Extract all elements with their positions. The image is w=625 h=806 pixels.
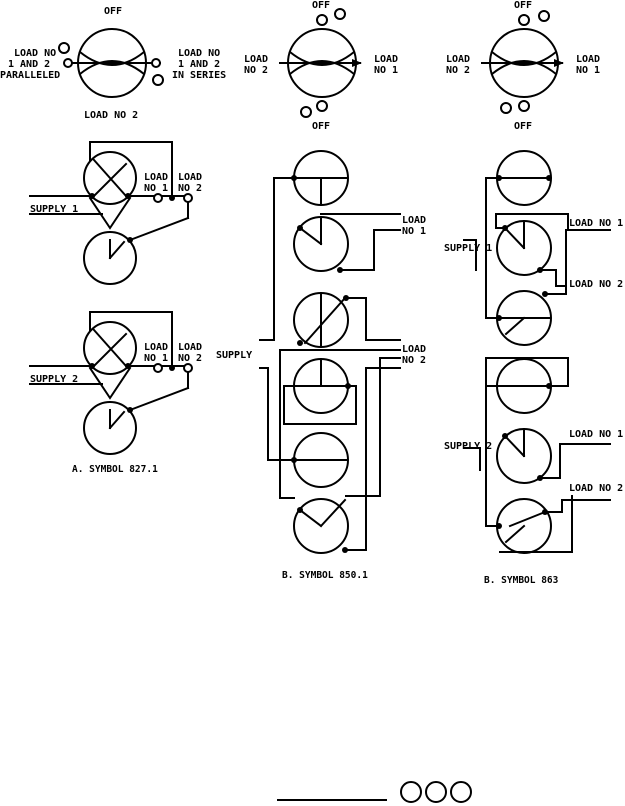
symbol-c-lower-load-2-label: LOAD NO 2: [569, 483, 623, 494]
switch-1-right-label-2: 1 AND 2: [178, 59, 220, 70]
switch-2-bottom-off-label: OFF: [312, 121, 330, 132]
switch-1-left-label-3: PARALLELED: [0, 70, 60, 81]
switch-3-right-label-2: NO 1: [576, 65, 600, 76]
switch-1-bottom-label: LOAD NO 2: [84, 110, 138, 121]
switch-1-left-label-2: 1 AND 2: [8, 59, 50, 70]
switch-3-left-label-1: LOAD: [446, 54, 470, 65]
switch-2-top-off-label: OFF: [312, 0, 330, 11]
symbol-a-supply-1-label: SUPPLY 1: [30, 204, 78, 215]
symbol-c-caption: B. SYMBOL 863: [484, 575, 559, 586]
switch-3-top-off-label: OFF: [514, 0, 532, 11]
symbol-a-upper-load-1-label-1: LOAD: [144, 172, 168, 183]
switch-2-right-label-2: NO 1: [374, 65, 398, 76]
switch-2-top-view: OFF LOAD NO 2 LOAD NO 1 OFF: [244, 0, 398, 132]
symbol-b-supply-label: SUPPLY: [216, 350, 252, 361]
switch-3-bottom-off-label: OFF: [514, 121, 532, 132]
symbol-c-lower-load-1-label: LOAD NO 1: [569, 429, 623, 440]
footer-circle-2: [425, 781, 447, 803]
symbol-a-lower-load-1-label-2: NO 1: [144, 353, 168, 364]
symbol-b-schematic: SUPPLY LOAD NO 1 LOAD NO 2 B. SYMBOL 850…: [216, 150, 426, 581]
switch-2-left-label-1: LOAD: [244, 54, 268, 65]
symbol-b-load-1-label-1: LOAD: [402, 215, 426, 226]
switch-3-right-label-1: LOAD: [576, 54, 600, 65]
switch-3-left-label-2: NO 2: [446, 65, 470, 76]
symbol-a-upper-load-2-label-1: LOAD: [178, 172, 202, 183]
switch-1-left-label-1: LOAD NO: [14, 48, 56, 59]
footer-circle-3: [450, 781, 472, 803]
symbol-a-supply-2-label: SUPPLY 2: [30, 374, 78, 385]
switch-1-right-label-3: IN SERIES: [172, 70, 226, 81]
symbol-c-supply-1-label: SUPPLY 1: [444, 243, 492, 254]
symbol-c-schematic: SUPPLY 1 LOAD NO 1 LOAD NO 2 SUPPLY 2 LO…: [444, 150, 623, 586]
symbol-c-upper-load-1-label: LOAD NO 1: [569, 218, 623, 229]
symbol-a-caption: A. SYMBOL 827.1: [72, 464, 158, 475]
symbol-a-lower-load-2-label-1: LOAD: [178, 342, 202, 353]
switch-2-left-label-2: NO 2: [244, 65, 268, 76]
switch-1-top-view: OFF LOAD NO 1 AND 2 PARALLELED LOAD NO 1…: [0, 6, 226, 121]
symbol-c-upper-load-2-label: LOAD NO 2: [569, 279, 623, 290]
symbol-a-upper-load-2-label-2: NO 2: [178, 183, 202, 194]
symbol-b-load-1-label-2: NO 1: [402, 226, 426, 237]
switch-2-right-label-1: LOAD: [374, 54, 398, 65]
switch-1-right-label-1: LOAD NO: [178, 48, 220, 59]
symbol-a-lower-load-1-label-1: LOAD: [144, 342, 168, 353]
symbol-a-schematic: SUPPLY 1 LOAD NO 1 LOAD NO 2 SUPPLY 2 LO…: [29, 141, 202, 475]
symbol-a-lower-load-2-label-2: NO 2: [178, 353, 202, 364]
footer-circle-1: [400, 781, 422, 803]
symbol-c-supply-2-label: SUPPLY 2: [444, 441, 492, 452]
symbol-a-upper-load-1-label-2: NO 1: [144, 183, 168, 194]
switch-3-top-view: OFF LOAD NO 2 LOAD NO 1 OFF: [446, 0, 600, 132]
symbol-b-load-2-label-1: LOAD: [402, 344, 426, 355]
symbol-b-caption: B. SYMBOL 850.1: [282, 570, 368, 581]
symbol-b-load-2-label-2: NO 2: [402, 355, 426, 366]
switch-1-off-label: OFF: [104, 6, 122, 17]
footer-mark: [277, 781, 472, 803]
